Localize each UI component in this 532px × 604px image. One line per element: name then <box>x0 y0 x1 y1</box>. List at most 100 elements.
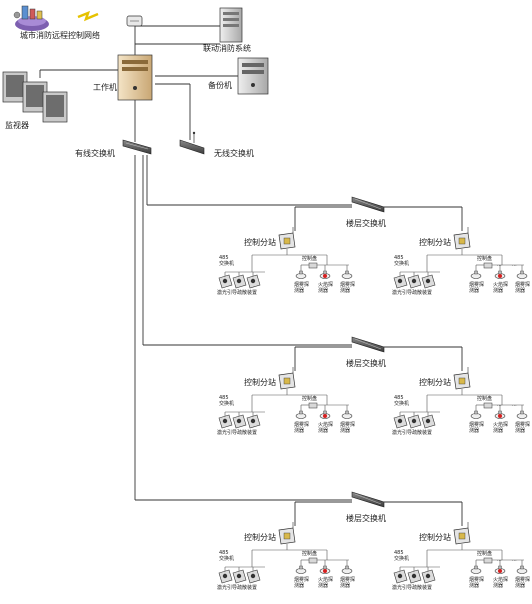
laser-guide-device-icon <box>393 274 408 289</box>
controller-label: 控制盘 <box>302 255 317 262</box>
floor-switch-label: 楼层交换机 <box>346 218 386 228</box>
svg-text:火焰探: 火焰探 <box>318 576 333 583</box>
controller-label: 控制盘 <box>477 550 492 557</box>
svg-text:485: 485 <box>394 550 404 556</box>
svg-text:485: 485 <box>219 395 229 401</box>
svg-text:交换机: 交换机 <box>219 400 234 407</box>
linkage-server-icon <box>219 7 243 43</box>
svg-text:485: 485 <box>219 550 229 556</box>
ellipsis-label: ··· <box>497 263 502 269</box>
controller-icon <box>308 557 318 564</box>
laser-guide-device-icon <box>218 274 233 289</box>
svg-text:485: 485 <box>394 255 404 261</box>
svg-text:烟雾探: 烟雾探 <box>294 421 309 428</box>
floor-switch-icon <box>351 491 385 508</box>
control-station-label: 控制分站 <box>419 237 451 247</box>
svg-text:485: 485 <box>394 395 404 401</box>
backup-label: 备份机 <box>208 80 232 90</box>
svg-text:烟雾探: 烟雾探 <box>294 576 309 583</box>
smoke-detector-icon <box>341 410 353 419</box>
router-icon <box>126 15 143 27</box>
svg-text:火焰探: 火焰探 <box>318 421 333 428</box>
svg-text:交换机: 交换机 <box>219 260 234 267</box>
controller-icon <box>308 402 318 409</box>
floor-switch-icon <box>351 336 385 353</box>
laser-guide-device-icon <box>218 414 233 429</box>
controller-icon <box>483 262 493 269</box>
svg-text:测器: 测器 <box>493 427 503 434</box>
smoke-detector-icon <box>470 565 482 574</box>
smoke-detector-icon <box>470 270 482 279</box>
svg-text:测器: 测器 <box>515 287 525 294</box>
svg-text:测器: 测器 <box>515 427 525 434</box>
laser-guide-label: 激光引导疏散装置 <box>392 584 432 591</box>
svg-text:测器: 测器 <box>294 427 304 434</box>
svg-text:火焰探: 火焰探 <box>493 281 508 288</box>
svg-text:测器: 测器 <box>318 287 328 294</box>
workstation-label: 工作机 <box>93 82 117 92</box>
city-network-icon <box>13 5 49 31</box>
svg-text:烟雾探: 烟雾探 <box>294 281 309 288</box>
ellipsis-label: ··· <box>512 558 517 564</box>
smoke-detector-icon <box>470 410 482 419</box>
laser-guide-device-icon <box>232 414 247 429</box>
control-station-icon <box>453 367 471 390</box>
svg-text:测器: 测器 <box>515 582 525 589</box>
svg-text:测器: 测器 <box>469 582 479 589</box>
control-station-label: 控制分站 <box>244 377 276 387</box>
svg-text:烟雾探: 烟雾探 <box>515 281 530 288</box>
floor-switch-label: 楼层交换机 <box>346 513 386 523</box>
controller-icon <box>483 402 493 409</box>
svg-text:测器: 测器 <box>340 287 350 294</box>
laser-guide-label: 激光引导疏散装置 <box>217 584 257 591</box>
monitors-label: 监视器 <box>5 120 29 130</box>
control-station-icon <box>453 522 471 545</box>
laser-guide-device-icon <box>218 569 233 584</box>
laser-guide-device-icon <box>393 414 408 429</box>
laser-guide-device-icon <box>407 414 422 429</box>
laser-guide-device-icon <box>407 569 422 584</box>
svg-text:火焰探: 火焰探 <box>493 576 508 583</box>
control-station-label: 控制分站 <box>419 377 451 387</box>
fire-detector-icon <box>319 270 331 279</box>
svg-text:测器: 测器 <box>469 427 479 434</box>
laser-guide-device-icon <box>246 274 261 289</box>
controller-label: 控制盘 <box>477 395 492 402</box>
laser-guide-label: 激光引导疏散装置 <box>392 429 432 436</box>
svg-text:485: 485 <box>219 255 229 261</box>
ellipsis-label: ··· <box>512 403 517 409</box>
linkage-system-label: 联动消防系统 <box>203 43 251 53</box>
smoke-detector-icon <box>295 410 307 419</box>
laser-guide-label: 激光引导疏散装置 <box>217 289 257 296</box>
controller-icon <box>483 557 493 564</box>
smoke-detector-icon <box>295 270 307 279</box>
wireless-switch-icon <box>179 131 205 155</box>
laser-guide-device-icon <box>232 569 247 584</box>
svg-text:测器: 测器 <box>493 287 503 294</box>
svg-text:烟雾探: 烟雾探 <box>340 421 355 428</box>
controller-label: 控制盘 <box>477 255 492 262</box>
